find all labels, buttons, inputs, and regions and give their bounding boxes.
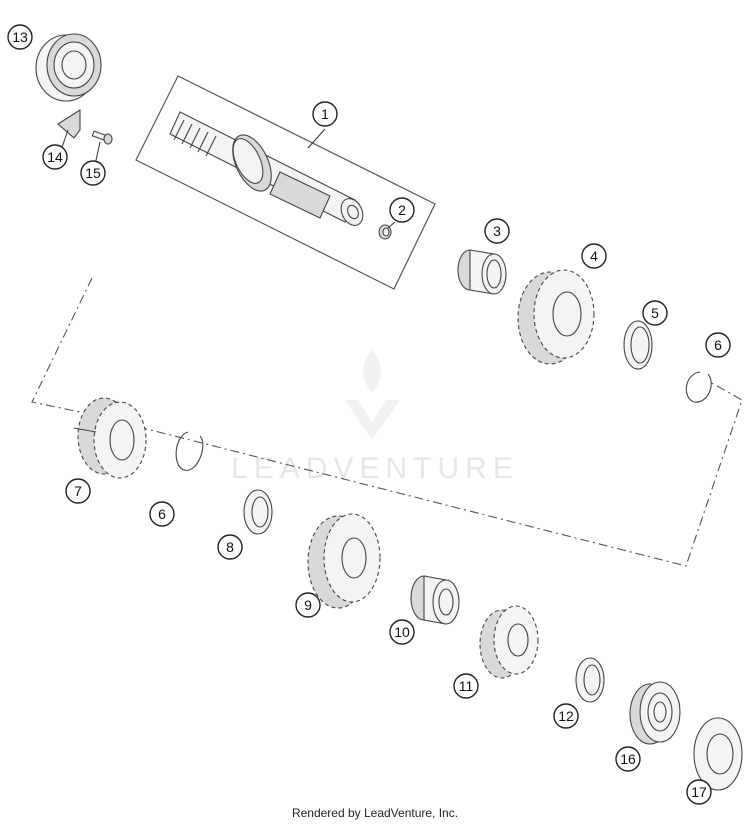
svg-text:6: 6 xyxy=(158,506,166,522)
part-6-circlip-upper xyxy=(685,371,712,403)
svg-text:11: 11 xyxy=(459,678,474,694)
callout-6-upper[interactable]: 6 xyxy=(705,332,731,358)
rendered-by-footer: Rendered by LeadVenture, Inc. xyxy=(291,806,459,820)
callout-2[interactable]: 2 xyxy=(389,197,415,223)
callout-13[interactable]: 13 xyxy=(7,24,33,50)
svg-text:17: 17 xyxy=(691,784,707,800)
part-17-washer xyxy=(693,717,743,791)
svg-text:15: 15 xyxy=(85,165,101,181)
watermark: LEADVENTURE xyxy=(231,350,519,485)
part-7-gear xyxy=(73,397,147,479)
part-9-gear xyxy=(307,513,381,609)
svg-text:7: 7 xyxy=(74,483,82,499)
svg-text:13: 13 xyxy=(12,29,28,45)
part-6-circlip-lower xyxy=(175,431,204,471)
part-14-lock-plate xyxy=(57,108,81,139)
shaft-frame xyxy=(135,75,436,290)
svg-text:12: 12 xyxy=(558,708,574,724)
svg-text:8: 8 xyxy=(226,539,234,555)
part-13-bearing xyxy=(35,33,102,102)
callout-11[interactable]: 11 xyxy=(453,673,479,699)
svg-text:16: 16 xyxy=(620,751,636,767)
part-15-screw xyxy=(91,130,113,145)
watermark-logo-icon xyxy=(345,350,400,440)
callout-7[interactable]: 7 xyxy=(65,478,91,504)
part-2-insert xyxy=(378,224,392,240)
part-5-washer xyxy=(623,320,653,370)
svg-text:5: 5 xyxy=(651,305,659,321)
callout-10[interactable]: 10 xyxy=(389,619,415,645)
svg-text:9: 9 xyxy=(304,597,312,613)
part-4-gear xyxy=(517,269,595,365)
callout-9[interactable]: 9 xyxy=(295,592,321,618)
part-16-bearing xyxy=(629,681,681,745)
svg-text:1: 1 xyxy=(321,106,329,122)
svg-text:10: 10 xyxy=(394,624,410,640)
callout-5[interactable]: 5 xyxy=(642,300,668,326)
assembly-line xyxy=(31,277,743,567)
watermark-text: LEADVENTURE xyxy=(231,452,519,485)
part-8-washer xyxy=(243,489,273,535)
callout-1[interactable]: 1 xyxy=(312,101,338,127)
callout-3[interactable]: 3 xyxy=(484,218,510,244)
part-10-needle-bearing xyxy=(410,575,460,625)
callout-14[interactable]: 14 xyxy=(42,144,68,170)
svg-text:14: 14 xyxy=(47,149,63,165)
callout-17[interactable]: 17 xyxy=(686,779,712,805)
callout-15[interactable]: 15 xyxy=(80,160,106,186)
callout-4[interactable]: 4 xyxy=(581,243,607,269)
callout-8[interactable]: 8 xyxy=(217,534,243,560)
callout-16[interactable]: 16 xyxy=(615,746,641,772)
callout-12[interactable]: 12 xyxy=(553,703,579,729)
part-1-main-shaft xyxy=(169,111,364,226)
callout-6-lower[interactable]: 6 xyxy=(149,501,175,527)
svg-text:3: 3 xyxy=(493,223,501,239)
part-12-washer xyxy=(575,657,605,703)
svg-text:2: 2 xyxy=(398,202,406,218)
shaft-splines xyxy=(173,119,217,157)
svg-text:6: 6 xyxy=(714,337,722,353)
part-11-gear xyxy=(479,605,539,679)
part-3-bushing xyxy=(457,249,507,295)
svg-text:4: 4 xyxy=(590,248,598,264)
